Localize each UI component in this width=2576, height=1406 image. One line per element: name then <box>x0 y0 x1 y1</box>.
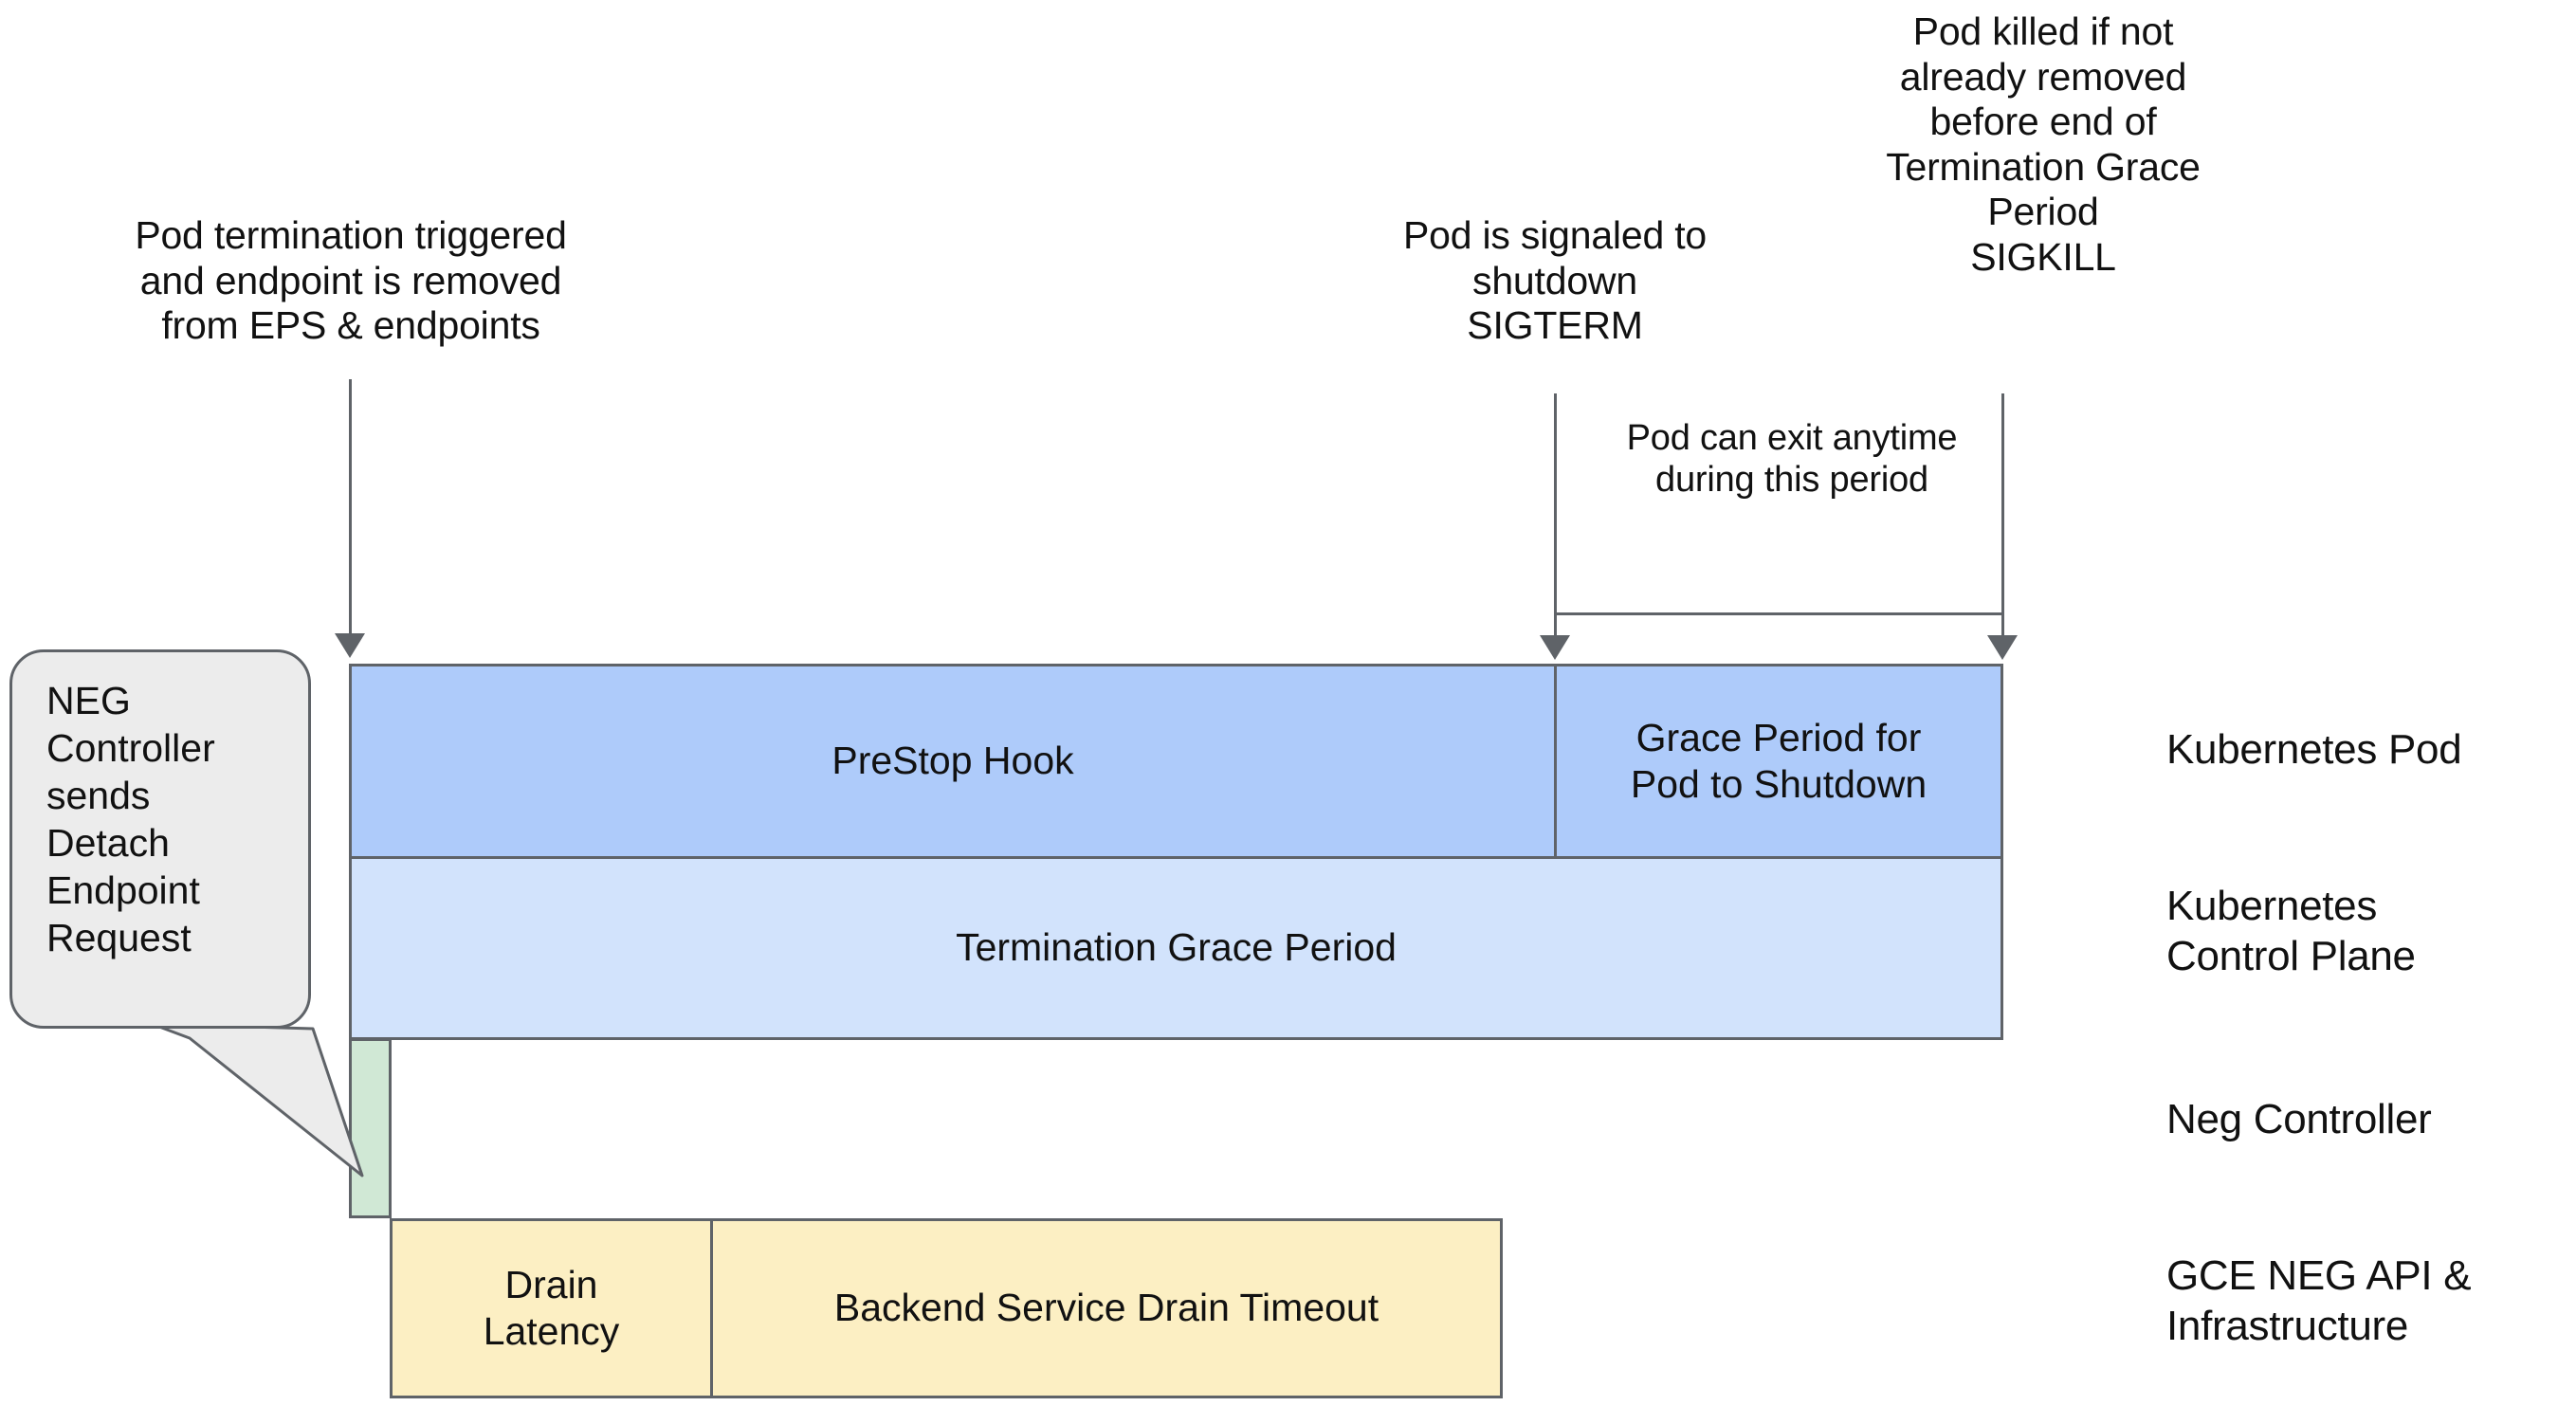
leader-line-pod-termination <box>349 379 352 633</box>
annotation-pod-can-exit-anytime: Pod can exit anytime during this period <box>1626 418 1958 501</box>
bar-grace-period-pod-shutdown: Grace Period for Pod to Shutdown <box>1554 664 2003 859</box>
connector-pod-exit-window <box>1554 612 2003 615</box>
arrowhead-sigterm <box>1540 635 1570 660</box>
leader-line-sigkill <box>2001 393 2004 635</box>
lane-label-gce-neg-api: GCE NEG API & Infrastructure <box>2166 1252 2472 1349</box>
lane-label-kubernetes-pod: Kubernetes Pod <box>2166 726 2462 773</box>
lane-label-kubernetes-control-plane: Kubernetes Control Plane <box>2166 883 2416 979</box>
arrowhead-pod-termination <box>335 633 365 658</box>
annotation-pod-termination-triggered: Pod termination triggered and endpoint i… <box>135 213 567 348</box>
arrowhead-sigkill <box>1987 635 2018 660</box>
bar-drain-latency: Drain Latency <box>390 1218 713 1398</box>
lane-label-neg-controller: Neg Controller <box>2166 1096 2432 1142</box>
annotation-pod-signaled-shutdown: Pod is signaled to shutdown SIGTERM <box>1402 213 1708 348</box>
bar-prestop-hook: PreStop Hook <box>349 664 1557 859</box>
leader-line-sigterm <box>1554 393 1557 635</box>
callout-neg-detach-endpoint: NEG Controller sends Detach Endpoint Req… <box>9 649 311 1029</box>
annotation-pod-killed-sigkill: Pod killed if not already removed before… <box>1886 9 2201 279</box>
bar-backend-service-drain-timeout: Backend Service Drain Timeout <box>710 1218 1503 1398</box>
bar-neg-controller <box>349 1038 392 1218</box>
bar-termination-grace-period: Termination Grace Period <box>349 856 2003 1040</box>
